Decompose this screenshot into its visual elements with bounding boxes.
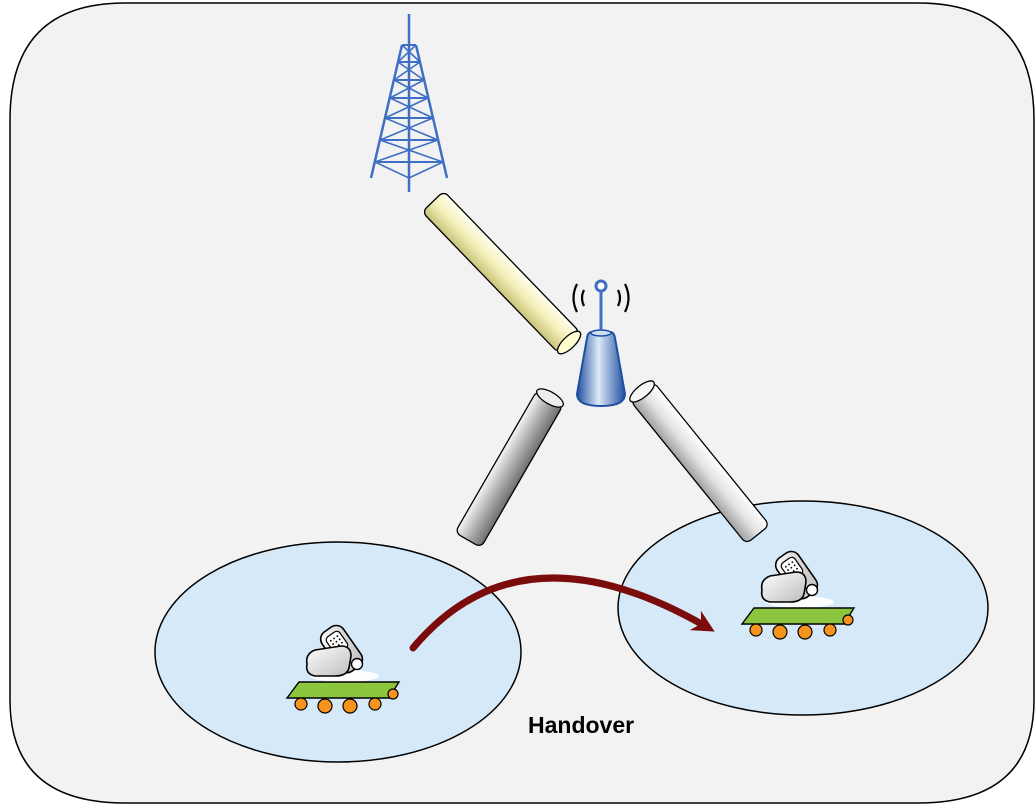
access-link-left	[456, 388, 564, 546]
handover-arrow	[409, 574, 715, 652]
tower-icon	[369, 14, 449, 192]
access-link-right	[629, 380, 768, 543]
backhaul-link	[423, 192, 582, 355]
handover-caption: Handover	[528, 712, 635, 738]
access-point-icon	[572, 279, 630, 408]
